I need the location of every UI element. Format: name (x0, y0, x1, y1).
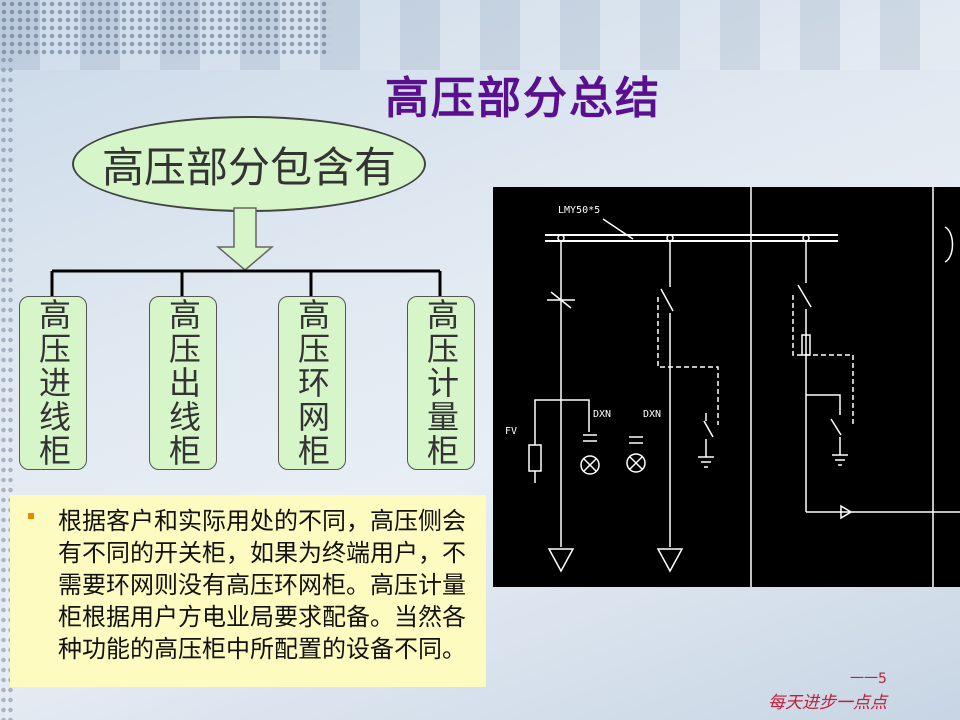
header-dot-pattern (0, 0, 330, 55)
electrical-schematic: LMY50*5 FV DXN DXN (493, 187, 960, 587)
page-mark: 一一5 (850, 671, 887, 687)
cabinet-box-ring-main: 高压环网柜 (278, 296, 346, 470)
footer-slogan: 每天进步一点点 (768, 693, 887, 713)
summary-note: 根据客户和实际用处的不同，高压侧会有不同的开关柜，如果为终端用户，不需要环网则没… (10, 495, 486, 687)
cabinet-box-incoming: 高压进线柜 (19, 296, 87, 470)
cabinet-label: 高压进线柜 (34, 298, 72, 468)
down-arrow-icon (215, 207, 275, 271)
cabinet-label: 高压环网柜 (293, 298, 331, 468)
dxn-label-1: DXN (593, 409, 611, 420)
bullet-icon (28, 513, 34, 519)
slide-title: 高压部分总结 (385, 73, 661, 124)
fv-label: FV (505, 426, 517, 437)
cabinet-box-outgoing: 高压出线柜 (149, 296, 217, 470)
root-node: 高压部分包含有 (72, 116, 426, 212)
header-decoration (0, 0, 960, 70)
dxn-label-2: DXN (643, 409, 661, 420)
cabinet-label: 高压出线柜 (164, 298, 202, 468)
cabinet-box-metering: 高压计量柜 (407, 296, 475, 470)
cabinet-label: 高压计量柜 (422, 298, 460, 468)
tree-connectors (50, 207, 442, 296)
root-label: 高压部分包含有 (101, 142, 396, 192)
summary-text: 根据客户和实际用处的不同，高压侧会有不同的开关柜，如果为终端用户，不需要环网则没… (58, 507, 466, 663)
busbar-label: LMY50*5 (558, 205, 600, 216)
